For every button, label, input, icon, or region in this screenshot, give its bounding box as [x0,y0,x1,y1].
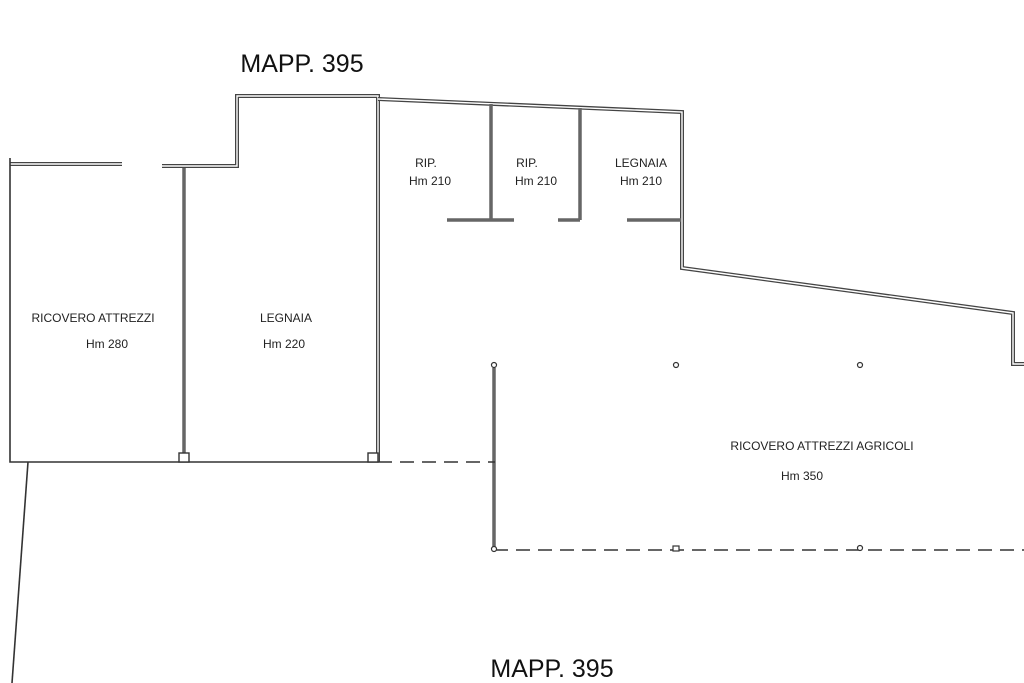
room-name: RICOVERO ATTREZZI [31,311,154,325]
room-height: Hm 350 [781,469,823,483]
walls [9,94,1024,683]
room-name: RIP. [415,156,437,170]
room-name: RICOVERO ATTREZZI AGRICOLI [730,439,913,453]
parcel-label-top: MAPP. 395 [240,50,363,78]
room-height: Hm 210 [620,174,662,188]
room-name: RIP. [516,156,538,170]
columns [490,361,864,553]
room-height: Hm 280 [86,337,128,351]
parcel-label-bottom: MAPP. 395 [490,655,613,683]
room-name: LEGNAIA [260,311,312,325]
room-height: Hm 220 [263,337,305,351]
room-height: Hm 210 [515,174,557,188]
room-name: LEGNAIA [615,156,667,170]
room-height: Hm 210 [409,174,451,188]
